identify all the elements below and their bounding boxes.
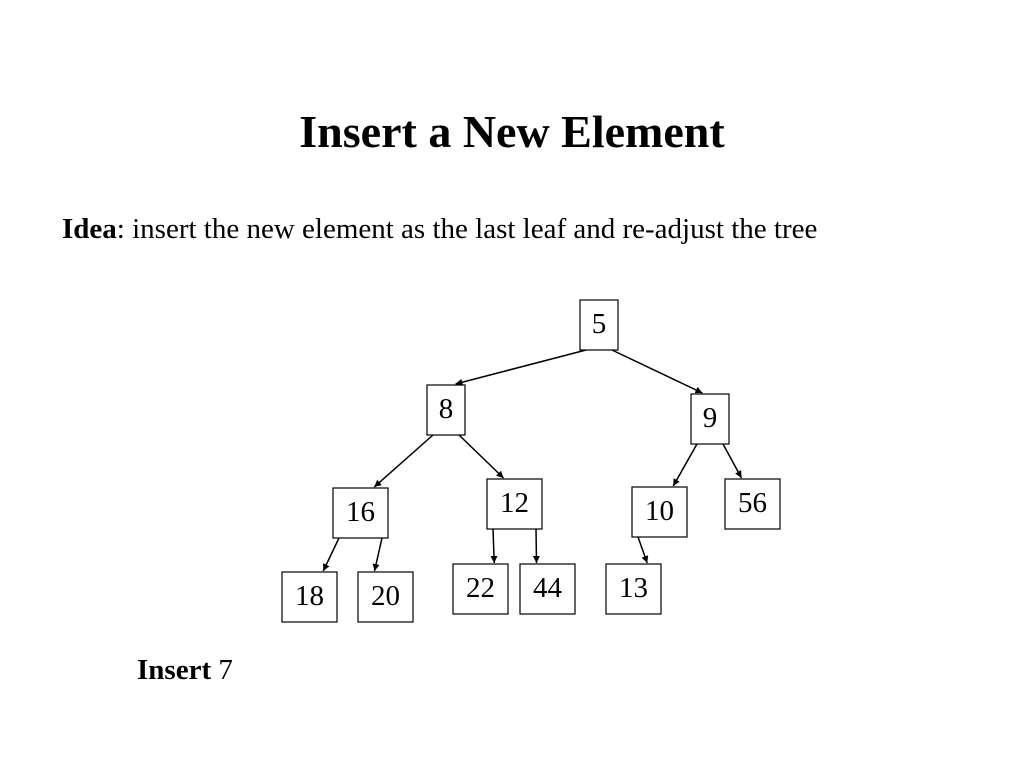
tree-node-5: 5 bbox=[579, 299, 619, 351]
tree-node-13: 13 bbox=[605, 563, 662, 615]
tree-node-box bbox=[631, 486, 688, 538]
tree-edges bbox=[322, 349, 743, 572]
tree-node-label: 16 bbox=[346, 496, 375, 528]
tree-node-label: 10 bbox=[645, 495, 674, 527]
edge-n9-n10 bbox=[672, 443, 698, 487]
edge-n8-n16 bbox=[373, 434, 434, 488]
tree-node-box bbox=[452, 563, 509, 615]
idea-line: Idea: insert the new element as the last… bbox=[62, 212, 817, 247]
tree-node-18: 18 bbox=[281, 571, 338, 623]
insert-value: 7 bbox=[218, 654, 233, 686]
tree-node-box bbox=[426, 384, 466, 436]
edge-n16-n20 bbox=[372, 537, 383, 572]
tree-nodes: 5 8 9 16 12 10 56 18 20 22 44 13 bbox=[281, 299, 781, 623]
tree-node-16: 16 bbox=[332, 487, 389, 539]
tree-node-box bbox=[281, 571, 338, 623]
tree-node-box bbox=[486, 478, 543, 530]
tree-node-label: 13 bbox=[619, 572, 648, 604]
tree-node-56: 56 bbox=[724, 478, 781, 530]
tree-node-label: 8 bbox=[439, 393, 454, 425]
tree-node-box bbox=[332, 487, 389, 539]
insert-label: Insert bbox=[137, 654, 212, 686]
edge-n10-n13 bbox=[637, 536, 649, 564]
idea-text: : insert the new element as the last lea… bbox=[116, 213, 818, 245]
edge-n5-n8 bbox=[455, 349, 587, 386]
edge-n12-n44 bbox=[532, 528, 540, 564]
insert-line: Insert 7 bbox=[137, 653, 233, 688]
tree-node-8: 8 bbox=[426, 384, 466, 436]
tree-node-box bbox=[519, 563, 576, 615]
tree-node-20: 20 bbox=[357, 571, 414, 623]
edge-n9-n56 bbox=[722, 443, 743, 479]
slide-title: Insert a New Element bbox=[299, 106, 725, 157]
tree-node-box bbox=[724, 478, 781, 530]
tree-node-box bbox=[579, 299, 619, 351]
edge-n12-n22 bbox=[490, 528, 498, 564]
tree-node-box bbox=[690, 393, 730, 445]
tree-node-label: 44 bbox=[533, 572, 563, 604]
tree-node-label: 22 bbox=[466, 572, 495, 604]
tree-node-12: 12 bbox=[486, 478, 543, 530]
tree-node-label: 18 bbox=[295, 580, 324, 612]
tree-node-44: 44 bbox=[519, 563, 576, 615]
edge-n5-n9 bbox=[611, 349, 703, 394]
tree-node-label: 12 bbox=[500, 487, 529, 519]
tree-node-label: 56 bbox=[738, 487, 767, 519]
tree-node-box bbox=[605, 563, 662, 615]
tree-node-box bbox=[357, 571, 414, 623]
tree-node-10: 10 bbox=[631, 486, 688, 538]
tree-node-9: 9 bbox=[690, 393, 730, 445]
idea-label: Idea bbox=[62, 213, 117, 245]
tree-node-label: 20 bbox=[371, 580, 400, 612]
tree-node-22: 22 bbox=[452, 563, 509, 615]
tree-node-label: 5 bbox=[592, 308, 607, 340]
edge-n16-n18 bbox=[322, 537, 340, 572]
edge-n8-n12 bbox=[458, 434, 505, 479]
tree-node-label: 9 bbox=[703, 402, 718, 434]
